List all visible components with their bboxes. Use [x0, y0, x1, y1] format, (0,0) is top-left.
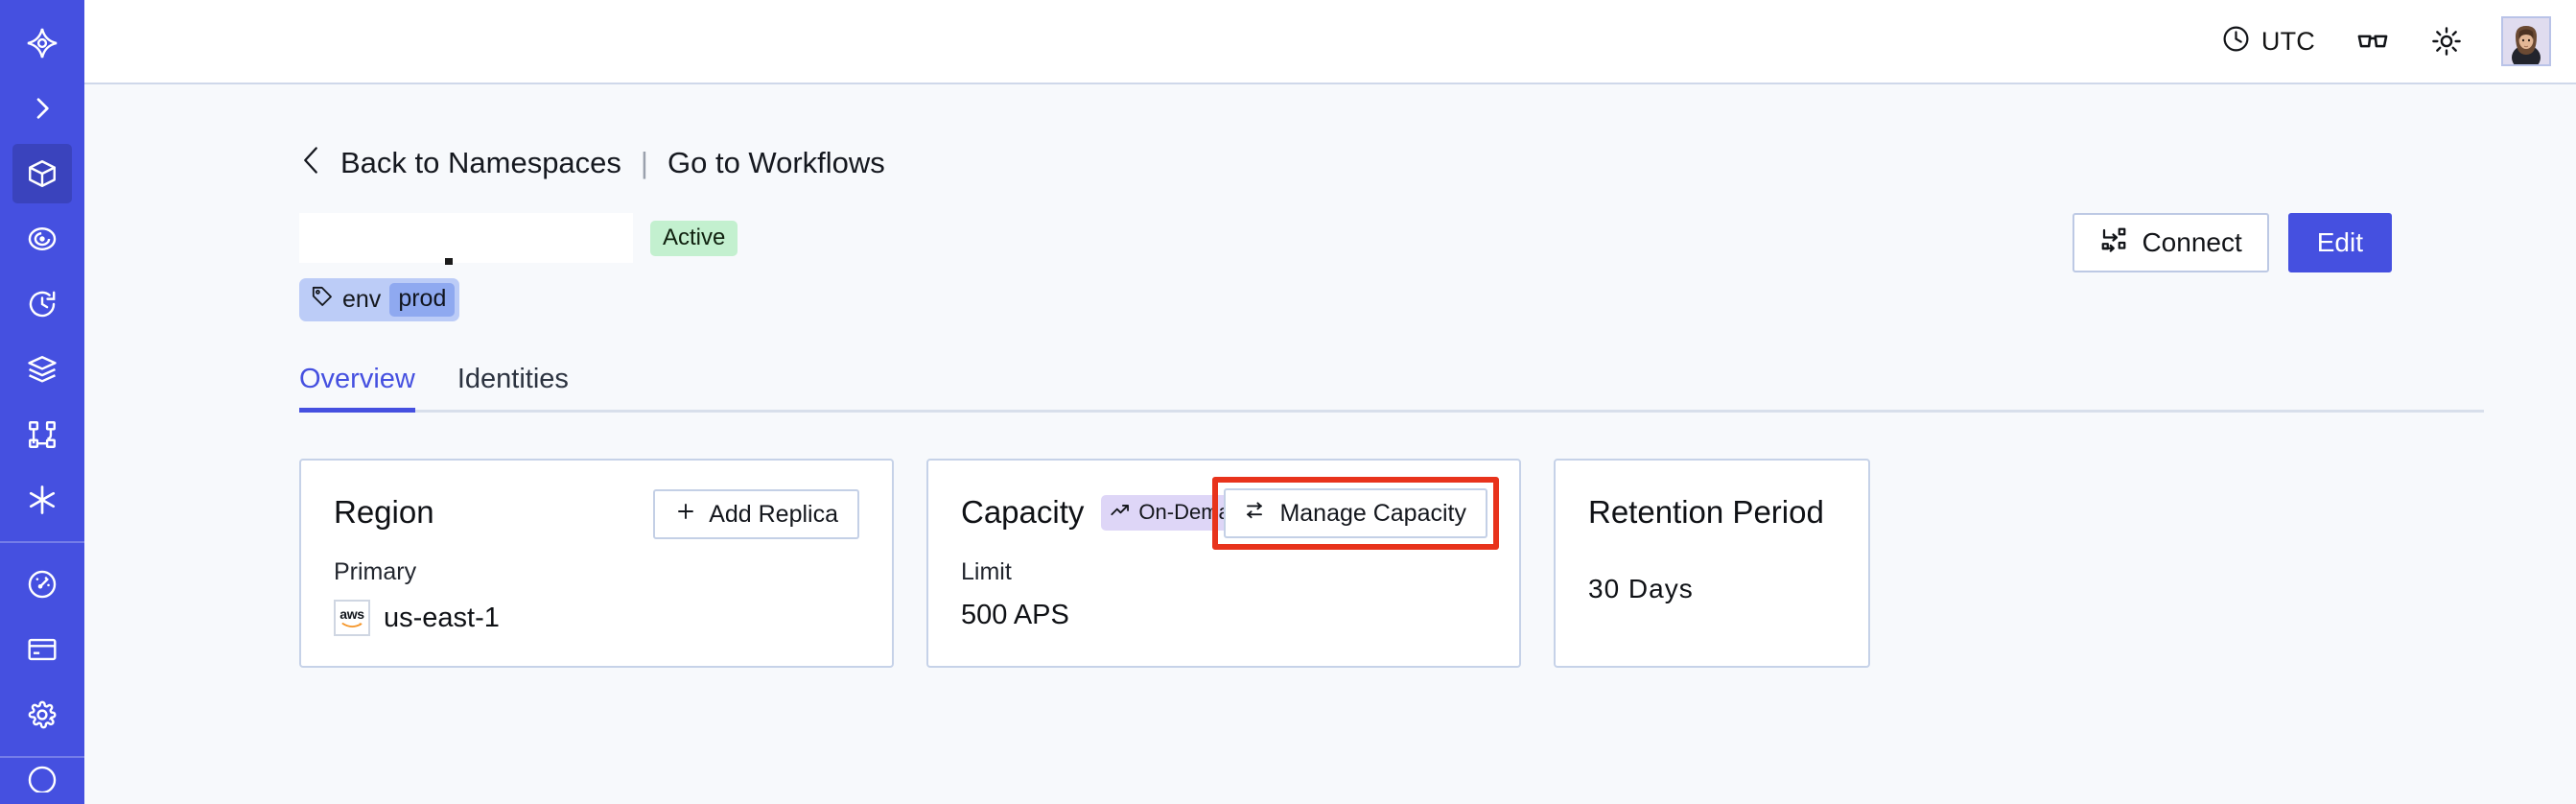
page-title-row: Active Connect [299, 213, 2484, 272]
sun-icon[interactable] [2430, 25, 2463, 58]
timezone-label: UTC [2260, 26, 2315, 56]
aws-logo-icon: aws [334, 600, 370, 636]
capacity-card: Capacity On-Demand [926, 459, 1521, 668]
manage-capacity-label: Manage Capacity [1279, 499, 1466, 527]
region-primary-label: Primary [334, 558, 417, 585]
trending-up-icon [1110, 500, 1131, 525]
main-area: UTC [84, 0, 2576, 804]
sidebar-item-schedules[interactable] [12, 274, 72, 334]
sidebar-item-namespaces[interactable] [12, 144, 72, 203]
primary-sidebar [0, 0, 84, 804]
title-artifact [445, 258, 453, 265]
page-content: Back to Namespaces | Go to Workflows Act… [84, 84, 2576, 804]
tab-overview[interactable]: Overview [299, 364, 415, 413]
tag-icon [311, 285, 334, 315]
sliders-icon [1245, 499, 1268, 529]
sidebar-item-usage[interactable] [12, 555, 72, 614]
capacity-limit-value: 500 APS [961, 600, 1069, 630]
sidebar-divider-1 [0, 541, 84, 543]
tag-key: env [342, 286, 382, 313]
edit-button[interactable]: Edit [2287, 213, 2392, 272]
edit-label: Edit [2316, 227, 2363, 257]
capacity-limit-label: Limit [961, 558, 1012, 585]
sidebar-item-workflows[interactable] [12, 405, 72, 464]
region-primary-value: us-east-1 [384, 602, 500, 633]
retention-card-header: Retention Period [1588, 489, 1836, 535]
clock-icon [2221, 24, 2251, 59]
sidebar-divider-2 [0, 756, 84, 758]
tag-value: prod [389, 283, 456, 317]
glasses-icon[interactable] [2355, 24, 2390, 59]
sidebar-item-settings[interactable] [12, 685, 72, 745]
temporal-logo-icon[interactable] [12, 13, 72, 73]
timezone-selector[interactable]: UTC [2221, 24, 2315, 59]
sidebar-item-nexus[interactable] [12, 470, 72, 530]
manage-capacity-button[interactable]: Manage Capacity [1224, 488, 1487, 538]
tab-bar: Overview Identities [299, 364, 2484, 413]
breadcrumb-workflows-link[interactable]: Go to Workflows [667, 146, 885, 179]
topbar: UTC [84, 0, 2576, 84]
connect-button[interactable]: Connect [2073, 213, 2269, 272]
overview-cards: Region Add Replica Primary [299, 459, 2484, 668]
capacity-card-title: Capacity [961, 494, 1085, 530]
breadcrumb: Back to Namespaces | Go to Workflows [299, 144, 2484, 182]
region-card: Region Add Replica Primary [299, 459, 894, 668]
chevron-left-icon[interactable] [299, 144, 323, 182]
user-avatar[interactable] [2501, 16, 2551, 66]
manage-capacity-highlight: Manage Capacity [1212, 477, 1499, 550]
breadcrumb-divider: | [640, 146, 648, 179]
region-primary-value-row: aws us-east-1 [334, 600, 859, 636]
add-replica-button[interactable]: Add Replica [653, 489, 859, 539]
tab-identities[interactable]: Identities [457, 364, 569, 394]
breadcrumb-back-link[interactable]: Back to Namespaces [340, 146, 621, 179]
retention-card: Retention Period 30 Days [1554, 459, 1870, 668]
region-card-header: Region [334, 489, 859, 535]
region-card-title: Region [334, 494, 434, 530]
sidebar-item-billing[interactable] [12, 620, 72, 679]
add-replica-label: Add Replica [709, 500, 838, 528]
retention-value: 30 Days [1588, 574, 1694, 603]
chevron-right-icon[interactable] [12, 79, 72, 138]
sidebar-item-help[interactable] [0, 764, 84, 792]
workflow-connect-icon [2099, 225, 2128, 261]
sidebar-item-batch-operations[interactable] [12, 340, 72, 399]
connect-label: Connect [2142, 227, 2242, 257]
namespace-tag[interactable]: env prod [299, 278, 460, 321]
page-title [299, 213, 633, 263]
sidebar-item-observability[interactable] [12, 209, 72, 269]
status-badge: Active [650, 220, 738, 256]
header-actions: Connect Edit [2073, 213, 2392, 272]
retention-card-title: Retention Period [1588, 494, 1824, 530]
plus-icon [674, 500, 697, 530]
add-replica-action: Add Replica [653, 489, 859, 539]
